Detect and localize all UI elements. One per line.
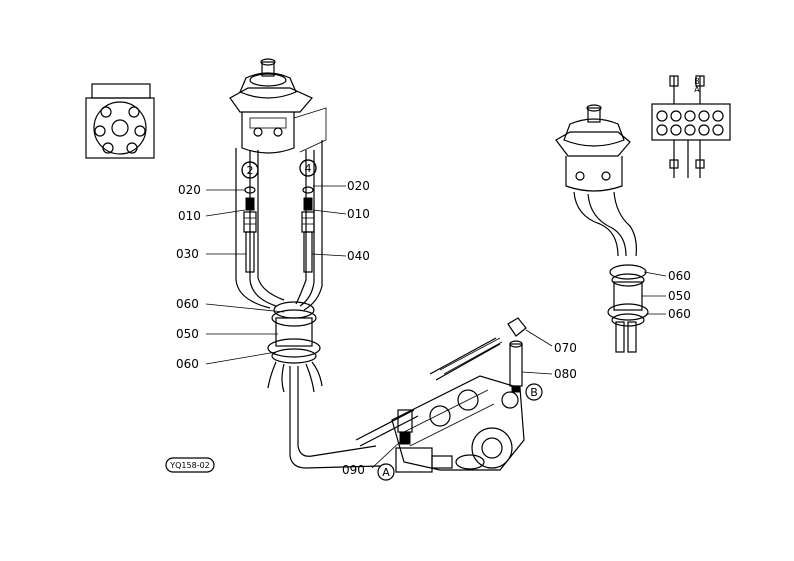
callout-020-right: 020 [347,179,370,193]
ref-marker-4 [299,159,317,177]
callout-060-right-top: 060 [668,269,691,283]
callout-090: 090 [342,463,365,477]
callout-060-right-bottom: 060 [668,307,691,321]
callout-050-right: 050 [668,289,691,303]
hoses-main [235,140,323,311]
leader-lines [205,185,667,469]
callout-010-right: 010 [347,207,370,221]
callout-020-left: 020 [178,183,201,197]
ref-marker-a [377,463,395,481]
fitting-070-080 [507,317,527,393]
hose-clamp-main [267,301,381,469]
callout-070: 070 [554,341,577,355]
ref-marker-2 [241,161,259,179]
valve-bank [651,75,731,178]
ref-marker-b [525,383,543,401]
callout-numbers: 020 010 030 020 010 040 060 050 060 070 … [176,179,691,477]
callout-060-top: 060 [176,297,199,311]
ref-label-2: 2 [247,164,254,177]
drawing-code: YQ158-02 [165,457,215,473]
callout-010-left: 010 [178,209,201,223]
ref-label-a: A [382,466,390,479]
callout-050: 050 [176,327,199,341]
ref-label-a-valvebank: A [694,85,700,94]
control-valve [355,337,525,473]
callout-060-bottom: 060 [176,357,199,371]
inset-base-plate [85,83,155,159]
reference-markers: 2 4 A B A B [241,77,700,481]
pilot-valve-right [555,104,649,353]
ref-label-4: 4 [305,162,312,175]
ref-label-b-valvebank: B [694,77,700,86]
ref-label-b: B [530,386,538,399]
pilot-valve-main [229,58,327,154]
callout-080: 080 [554,367,577,381]
callout-040: 040 [347,249,370,263]
drawing-code-label: YQ158-02 [169,461,210,470]
callout-030: 030 [176,247,199,261]
